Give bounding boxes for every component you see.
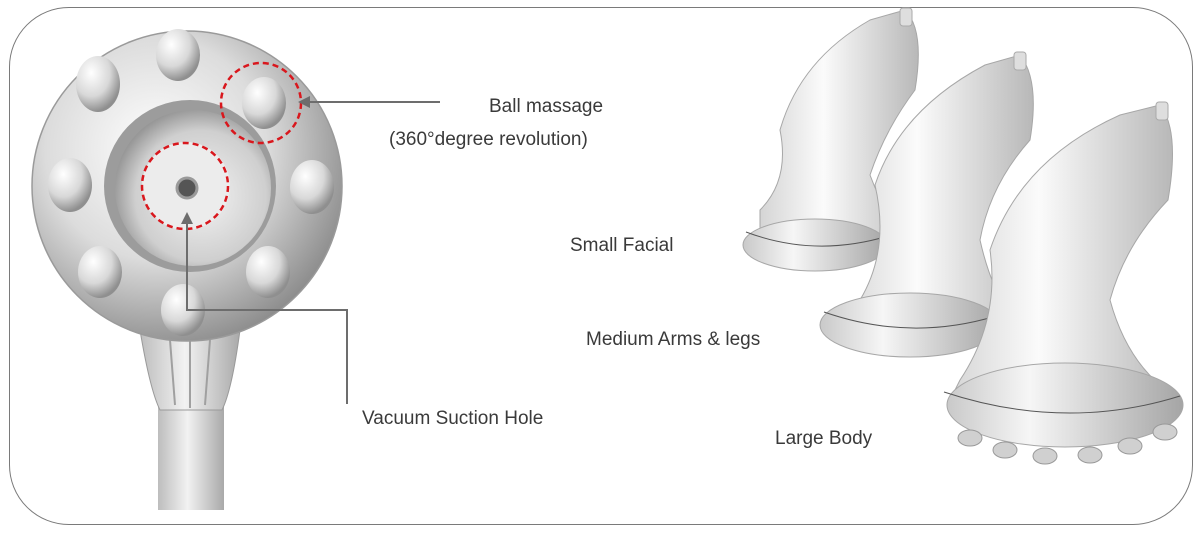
ball-massage-label: Ball massage xyxy=(489,95,603,119)
suction-hole xyxy=(177,178,197,198)
massage-ball xyxy=(290,160,334,214)
massage-ball xyxy=(246,246,290,298)
massage-ball xyxy=(78,246,122,298)
large-body-label: Large Body xyxy=(775,427,872,451)
ball-massage-sublabel: (360°degree revolution) xyxy=(389,128,588,152)
vacuum-suction-hole-label: Vacuum Suction Hole xyxy=(362,407,543,431)
massage-head-front-view xyxy=(32,29,440,510)
massage-ball xyxy=(76,56,120,112)
small-facial-label: Small Facial xyxy=(570,234,673,258)
medium-arms-legs-label: Medium Arms & legs xyxy=(586,328,760,352)
massage-ball xyxy=(242,77,286,129)
massage-ball xyxy=(48,158,92,212)
massage-ball xyxy=(156,29,200,81)
